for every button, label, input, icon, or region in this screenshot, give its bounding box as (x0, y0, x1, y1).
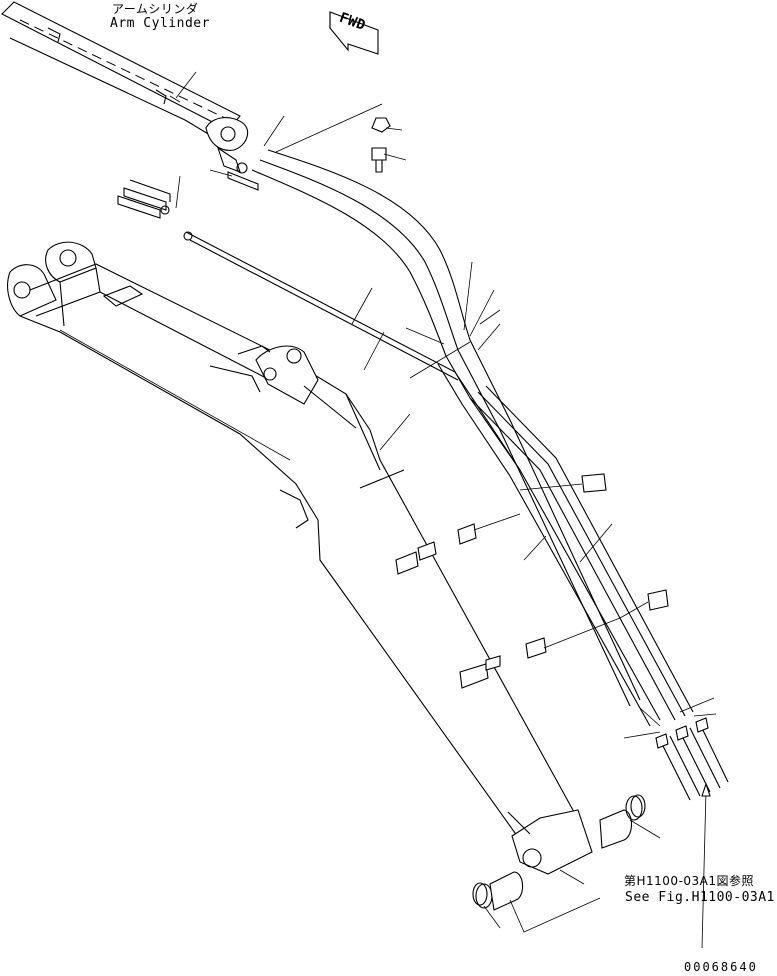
arm-cylinder-label-en: Arm Cylinder (110, 16, 210, 31)
pins-and-rings (472, 794, 646, 911)
reference-label-en: See Fig.H1100-03A1 (625, 890, 775, 905)
illustration-number: 00068640 (684, 960, 758, 974)
fwd-arrow (329, 11, 379, 55)
steel-pipe (183, 231, 521, 471)
hose-end-fittings (655, 717, 729, 949)
upper-hoses (251, 149, 694, 727)
arm-cylinder-label-jp: アームシリンダ (112, 2, 199, 16)
arm-cylinder (1, 1, 249, 173)
boom (7, 241, 593, 875)
leader-lines (175, 71, 717, 933)
fittings (117, 162, 259, 219)
hose-clamps (395, 473, 669, 689)
reference-label-jp: 第H1100-03A1図参照 (624, 874, 755, 888)
bolt (371, 117, 391, 173)
